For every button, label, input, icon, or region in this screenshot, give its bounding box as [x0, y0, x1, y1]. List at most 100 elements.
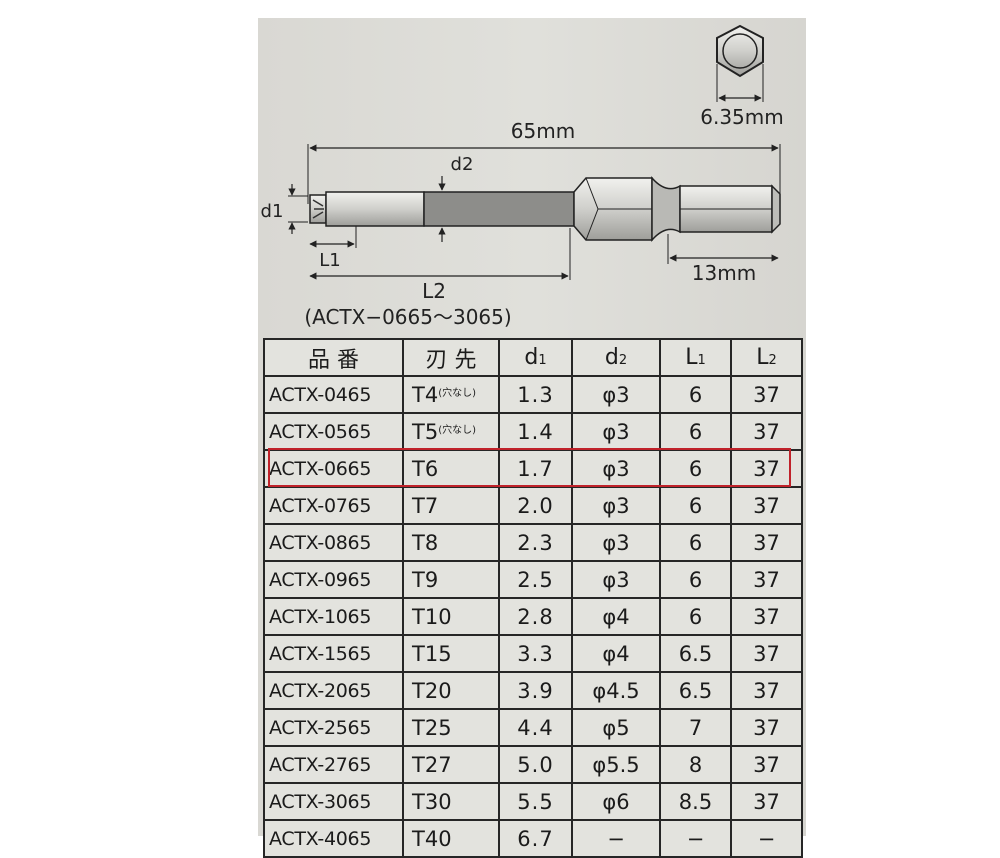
part-number-cell: ACTX-0965	[263, 560, 404, 599]
model-range-note: (ACTX−0665〜3065)	[304, 305, 511, 329]
d1-cell-text: 3.3	[517, 641, 554, 666]
d2-cell-text: φ3	[602, 567, 630, 592]
tip-cell-text: T6	[412, 456, 439, 481]
tip-cell: T30	[402, 782, 500, 821]
d2-cell: φ4	[571, 597, 661, 636]
tip-cell-text: T4	[412, 382, 439, 407]
part-number-cell: ACTX-2765	[263, 745, 404, 784]
tip-cell: T4(穴なし)	[402, 375, 500, 414]
part-number-cell: ACTX-3065	[263, 782, 404, 821]
l2-cell: 37	[730, 708, 803, 747]
l2-cell: 37	[730, 634, 803, 673]
d1-cell: 2.8	[498, 597, 573, 636]
l2-cell: 37	[730, 449, 803, 488]
part-number-cell: ACTX-2065	[263, 671, 404, 710]
l2-cell: 37	[730, 782, 803, 821]
d1-cell-text: 2.3	[517, 530, 554, 555]
tip-cell-text: T40	[412, 826, 452, 851]
part-number-cell-text: ACTX-0965	[269, 568, 372, 591]
d2-cell: φ5.5	[571, 745, 661, 784]
part-number-cell-text: ACTX-1565	[269, 642, 372, 665]
d1-cell-text: 3.9	[517, 678, 554, 703]
part-number-cell: ACTX-1065	[263, 597, 404, 636]
d2-cell: φ4.5	[571, 671, 661, 710]
l1-cell: 6.5	[659, 671, 732, 710]
part-number-cell: ACTX-0665	[263, 449, 404, 488]
spec-sheet: 6.35mm 65mm d2 d1	[258, 18, 806, 858]
d2-cell-text: φ3	[602, 419, 630, 444]
l2-cell: 37	[730, 597, 803, 636]
tip-cell: T27	[402, 745, 500, 784]
d1-cell: 2.5	[498, 560, 573, 599]
tip-cell: T8	[402, 523, 500, 562]
l1-cell: 6	[659, 412, 732, 451]
part-number-cell: ACTX-0465	[263, 375, 404, 414]
part-number-cell-text: ACTX-0865	[269, 531, 372, 554]
part-number-cell-text: ACTX-3065	[269, 790, 372, 813]
hex-width-label: 6.35mm	[700, 105, 784, 129]
l1-label: L1	[319, 250, 340, 271]
d1-cell: 3.3	[498, 634, 573, 673]
d2-cell-text: φ5	[602, 715, 630, 740]
d2-cell: φ3	[571, 486, 661, 525]
hex-end-icon	[716, 24, 764, 78]
l1-cell: 6	[659, 560, 732, 599]
table-row: ACTX-3065 T30 5.5 φ6 8.5 37	[263, 782, 803, 821]
l1-cell-text: 8	[688, 752, 703, 777]
d1-cell-text: 1.4	[517, 419, 554, 444]
tip-cell-text: T5	[412, 419, 439, 444]
d2-cell-text: φ6	[602, 789, 630, 814]
d1-cell-text: 2.0	[517, 493, 554, 518]
l1-cell: 6	[659, 523, 732, 562]
l1-cell: 6	[659, 486, 732, 525]
l2-cell-text: 37	[753, 604, 780, 629]
d2-cell: φ4	[571, 634, 661, 673]
d2-cell: φ3	[571, 560, 661, 599]
d1-cell-text: 6.7	[517, 826, 554, 851]
l1-cell-text: 7	[688, 715, 703, 740]
subscript: 1	[697, 353, 706, 368]
tip-cell-text: T8	[412, 530, 439, 555]
header-part-number: 品 番	[263, 338, 404, 377]
d1-cell-text: 5.5	[517, 789, 554, 814]
bit-dimension-diagram: 6.35mm 65mm d2 d1	[261, 24, 784, 329]
part-number-cell-text: ACTX-0765	[269, 494, 372, 517]
l1-cell-text: 6	[688, 456, 703, 481]
l1-cell-text: 6	[688, 382, 703, 407]
d2-cell-text: φ5.5	[592, 752, 640, 777]
l2-cell: 37	[730, 671, 803, 710]
header-l2: L2	[730, 338, 803, 377]
part-number-cell-text: ACTX-1065	[269, 605, 372, 628]
tip-cell: T40	[402, 819, 500, 858]
d1-cell: 1.7	[498, 449, 573, 488]
tip-cell-text: T10	[412, 604, 452, 629]
l2-cell-text: 37	[753, 456, 780, 481]
l1-cell-text: 6	[688, 493, 703, 518]
d2-cell-text: φ4	[602, 641, 630, 666]
header-d1: d1	[498, 338, 573, 377]
l1-cell-text: 8.5	[678, 789, 713, 814]
part-number-cell-text: ACTX-4065	[269, 827, 372, 850]
d1-cell-text: 5.0	[517, 752, 554, 777]
part-number-cell-text: ACTX-0465	[269, 383, 372, 406]
d1-cell-text: 2.5	[517, 567, 554, 592]
d2-cell-text: φ3	[602, 493, 630, 518]
l2-cell: 37	[730, 523, 803, 562]
tip-cell: T20	[402, 671, 500, 710]
tip-cell: T6	[402, 449, 500, 488]
l1-cell: 6.5	[659, 634, 732, 673]
tip-cell-text: T9	[412, 567, 439, 592]
d2-cell: φ3	[571, 375, 661, 414]
d2-cell-text: −	[607, 826, 625, 851]
tip-cell-text: T15	[412, 641, 452, 666]
d1-cell: 6.7	[498, 819, 573, 858]
torx-bit-drawing	[309, 176, 781, 242]
l2-cell-text: 37	[753, 641, 780, 666]
hex-length-label: 13mm	[692, 261, 756, 285]
d2-cell: φ6	[571, 782, 661, 821]
part-number-cell: ACTX-0565	[263, 412, 404, 451]
